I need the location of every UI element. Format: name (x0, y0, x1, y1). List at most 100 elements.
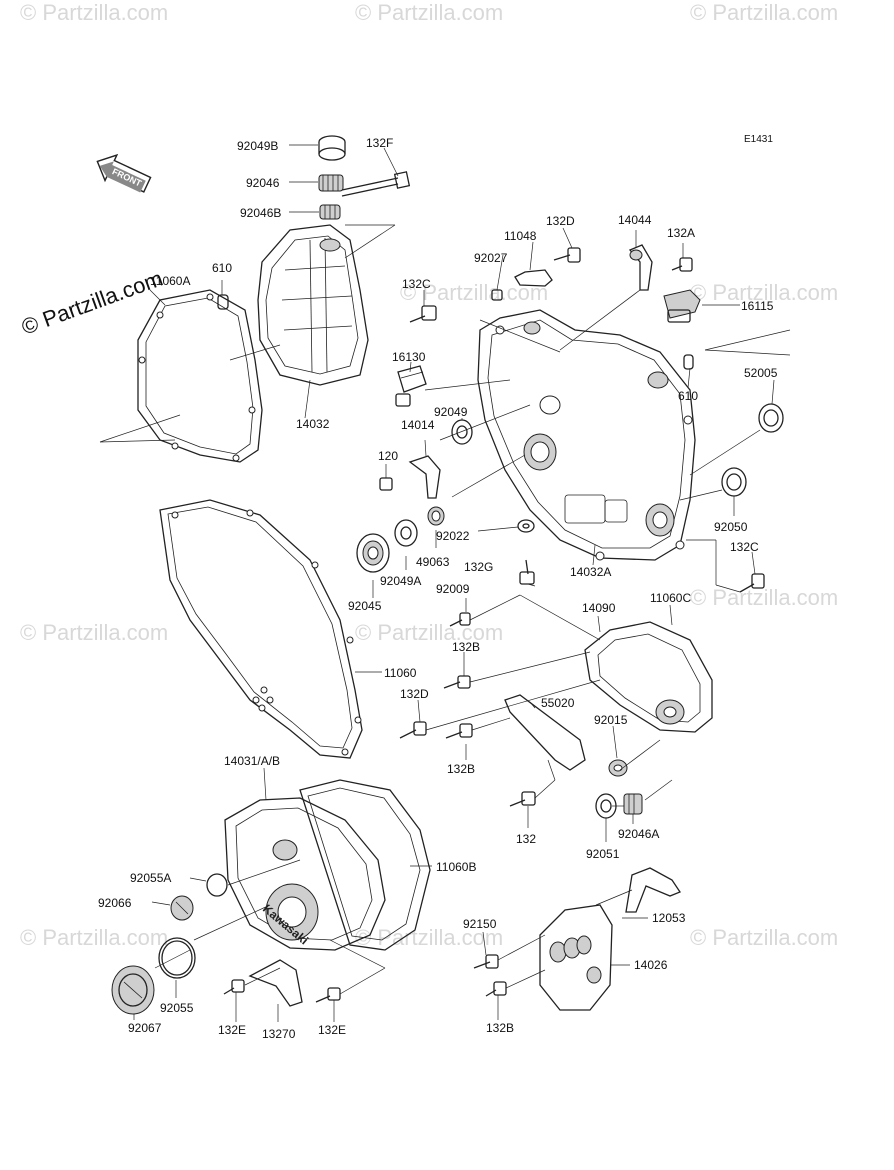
label-92055: 92055 (160, 1001, 194, 1015)
lever-14014 (408, 455, 441, 499)
watermark-grid: © Partzilla.com © Partzilla.com © Partzi… (20, 0, 838, 950)
watermark-tile: © Partzilla.com (355, 620, 503, 645)
label-55020: 55020 (541, 696, 575, 710)
label-132b-mid: 132B (452, 640, 480, 654)
label-14026: 14026 (634, 958, 668, 972)
label-14031ab: 14031/A/B (224, 754, 280, 768)
label-92049b: 92049B (237, 139, 278, 153)
label-92067: 92067 (128, 1021, 162, 1035)
label-92050: 92050 (714, 520, 748, 534)
guard-13270 (248, 959, 303, 1007)
label-14044: 14044 (618, 213, 652, 227)
label-132d-mid: 132D (400, 687, 429, 701)
label-11060c: 11060C (650, 591, 691, 605)
gasket-11060b (299, 779, 431, 951)
label-92055a: 92055A (130, 871, 171, 885)
front-arrow-icon: FRONT (96, 153, 152, 193)
label-11060: 11060 (384, 666, 417, 680)
watermark-tile: © Partzilla.com (690, 0, 838, 25)
lever-14044 (628, 244, 653, 291)
cover-14032 (257, 224, 369, 386)
oring-92055 (158, 937, 196, 979)
label-132d-top: 132D (546, 214, 575, 228)
label-132e-left: 132E (218, 1023, 246, 1037)
label-14032a: 14032A (570, 565, 611, 579)
bolt-132d-top (553, 247, 581, 263)
bolt-132e-left (223, 979, 245, 995)
bearing-92046a (623, 793, 643, 815)
seal-92050 (721, 467, 747, 497)
crankcase-cover-14032a (477, 309, 696, 561)
bolt-132g (519, 559, 535, 585)
label-92046: 92046 (246, 176, 280, 190)
watermark-tile: © Partzilla.com (355, 0, 503, 25)
label-14032: 14032 (296, 417, 330, 431)
gasket-11060a (137, 289, 263, 463)
bolt-132d-mid (399, 721, 427, 739)
bearing-92046b (319, 204, 341, 220)
label-132a: 132A (667, 226, 695, 240)
bolt-132 (509, 791, 536, 807)
filler-cap-16115 (663, 289, 701, 323)
label-610-left: 610 (212, 261, 232, 275)
bolt-132b-mid (443, 675, 471, 689)
watermark-tile: © Partzilla.com (690, 280, 838, 305)
bracket-11048 (514, 269, 553, 287)
label-132c-right: 132C (730, 540, 759, 554)
watermark-tile: © Partzilla.com (400, 280, 548, 305)
gasket-11060 (159, 499, 363, 759)
cover-14090 (584, 621, 713, 733)
label-92046b: 92046B (240, 206, 281, 220)
label-14090: 14090 (582, 601, 616, 615)
part-labels: 92049B 92046 92046B 132F 610 11060A 1403… (98, 136, 778, 1041)
label-11048: 11048 (504, 229, 537, 243)
dowel-610-left (217, 294, 229, 310)
label-132g: 132G (464, 560, 493, 574)
bolt-92150 (473, 954, 499, 969)
watermark-tile: © Partzilla.com (690, 925, 838, 950)
label-610-right: 610 (678, 389, 698, 403)
collar-49063 (427, 506, 445, 526)
seal-92049a (394, 519, 418, 547)
label-52005: 52005 (744, 366, 778, 380)
label-49063: 49063 (416, 555, 450, 569)
watermark-tile: © Partzilla.com (20, 925, 168, 950)
seal-92049 (451, 419, 473, 445)
label-92051: 92051 (586, 847, 620, 861)
bolt-92009 (449, 612, 471, 627)
bolt-132e-right (315, 987, 341, 1003)
label-92046a: 92046A (618, 827, 659, 841)
dowel-610-right (683, 354, 694, 370)
bearing-92049b (318, 135, 346, 161)
bolt-132a (671, 257, 693, 272)
lever-12053 (625, 867, 681, 913)
cap-92067 (111, 965, 155, 1015)
bolt-132c-right (739, 573, 765, 593)
bolt-132b-lower (445, 723, 473, 739)
bearing-92045 (356, 533, 390, 573)
oring-92055a (206, 873, 228, 897)
sprocket-cover-14026 (539, 904, 613, 1011)
bolt-132c-top (409, 305, 437, 323)
watermark-tile: © Partzilla.com (20, 620, 168, 645)
label-92022: 92022 (436, 529, 470, 543)
seal-52005 (758, 403, 784, 433)
label-92049: 92049 (434, 405, 468, 419)
label-16130: 16130 (392, 350, 426, 364)
plug-16130 (395, 365, 427, 407)
label-12053: 12053 (652, 911, 686, 925)
plug-92066 (170, 895, 194, 921)
label-132c-top: 132C (402, 277, 431, 291)
diagram-code: E1431 (744, 134, 773, 145)
bearing-92046 (318, 174, 344, 192)
label-92045: 92045 (348, 599, 382, 613)
bolt-132f (341, 171, 411, 197)
watermark-tile: © Partzilla.com (690, 585, 838, 610)
bolt-120 (379, 477, 393, 491)
label-132b-lower: 132B (447, 762, 475, 776)
label-92009: 92009 (436, 582, 470, 596)
label-16115: 16115 (741, 299, 774, 313)
label-92015: 92015 (594, 713, 628, 727)
label-132: 132 (516, 832, 536, 846)
